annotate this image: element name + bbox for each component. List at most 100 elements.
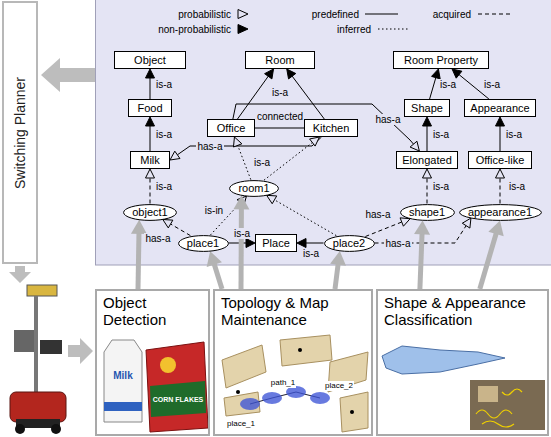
connector-line (274, 200, 336, 236)
arrow-head (207, 251, 222, 267)
module-box: Shape & Appearance Classification (376, 289, 549, 436)
legend-text: predefined (311, 9, 360, 20)
connector-line (171, 224, 191, 236)
arrow-head (170, 151, 180, 160)
map-dot (350, 410, 354, 414)
concept-box: Room (245, 51, 315, 69)
relation-arrow (170, 137, 322, 160)
node-text: Switching Planner (14, 76, 27, 188)
knowledge-panel (96, 0, 551, 265)
node-text: Shape (411, 102, 443, 115)
node-text: shape1 (409, 206, 445, 219)
carton-stripe (104, 402, 142, 411)
connector-line (150, 178, 151, 204)
node-text: Room Property (404, 54, 478, 67)
place-blob (262, 392, 282, 404)
node-text: appearance1 (468, 206, 532, 219)
edge-label: is-a (439, 79, 457, 90)
arrow-head (233, 137, 241, 147)
robot-to-detection-arrow (68, 338, 93, 364)
arrow-head (310, 137, 320, 146)
cereal-box (146, 342, 208, 432)
connector-line (305, 243, 324, 244)
arrow-head (146, 69, 155, 78)
detection-illustration (104, 340, 208, 432)
relation-arrow (233, 137, 250, 180)
figure-label: CORN FLAKES (152, 395, 205, 404)
edge-label: is-a (233, 228, 251, 239)
map-dot (298, 348, 302, 352)
node-text: Room (265, 54, 294, 67)
figure-label: place_1 (226, 419, 256, 429)
node-text: Kitchen (313, 122, 350, 135)
arrow-head (452, 69, 462, 78)
node-text: Office (217, 122, 246, 135)
relation-arrow (146, 169, 155, 204)
map-dot (236, 390, 240, 394)
figure-label: Milk (112, 370, 133, 382)
edge-label: is-a (155, 181, 173, 192)
connector-line (480, 232, 497, 289)
data-flow-arrow (480, 221, 504, 290)
concept-box: Kitchen (304, 119, 358, 137)
cereal-panel (150, 381, 206, 417)
robot-base (10, 392, 66, 422)
instance-ellipse: room1 (229, 180, 279, 197)
concept-box: Appearance (464, 99, 536, 117)
ellipse-shape (178, 235, 228, 251)
relation-arrow (267, 195, 337, 235)
connector-line (365, 222, 401, 237)
ellipse-shape (459, 204, 541, 220)
planner-box: Switching Planner (2, 1, 38, 264)
connector-line (255, 128, 304, 129)
ellipse-shape (324, 235, 374, 251)
edge-label: has-a (144, 233, 171, 244)
instance-ellipse: object1 (123, 204, 177, 221)
connector-line (214, 263, 222, 289)
figure-label: path_1 (270, 378, 296, 388)
connector-line (335, 263, 338, 289)
relation-arrow (423, 169, 432, 204)
arrow-head (410, 141, 419, 151)
arrow-head (265, 69, 274, 79)
connector-line (150, 125, 151, 151)
node-text: Milk (140, 154, 160, 167)
ellipse-shape (124, 204, 177, 220)
edge-label: has-a (196, 141, 223, 152)
robot-laptop (40, 340, 62, 354)
connector-line (233, 104, 414, 144)
dashed-line-sample (478, 14, 512, 15)
edge-label: is-a (508, 181, 526, 192)
arrow-head (163, 219, 173, 227)
ellipse-shape (230, 180, 279, 196)
edge-label: has-a (364, 209, 391, 220)
relation-arrow (264, 137, 319, 180)
edge-label: is-a (155, 129, 173, 140)
node-text: object1 (132, 206, 167, 219)
node-text: place2 (333, 237, 365, 250)
connector-line (427, 178, 428, 204)
place-blob (310, 392, 330, 404)
connector-line (430, 77, 437, 99)
arrow-head (146, 169, 155, 178)
connector-line (264, 143, 312, 181)
arrow-head (233, 195, 249, 209)
relation-arrow (146, 69, 155, 99)
connector-line (138, 232, 139, 289)
arrow-head (267, 195, 277, 203)
instance-ellipse: place1 (178, 235, 229, 252)
node-text: Elongated (402, 154, 452, 167)
node-text: Food (137, 102, 162, 115)
robot-sensor (14, 330, 34, 352)
office-photo (470, 380, 545, 430)
legend-text: inferred (336, 24, 372, 35)
node-text: Object (134, 54, 166, 67)
robot-pole (34, 296, 38, 394)
concept-box: Milk (130, 151, 170, 169)
arrow-head (432, 69, 441, 79)
concept-box: Food (128, 99, 172, 117)
connector-line (420, 232, 422, 289)
connector-line (427, 125, 428, 151)
ellipse-shape (400, 204, 454, 220)
arrow-head (287, 69, 296, 79)
